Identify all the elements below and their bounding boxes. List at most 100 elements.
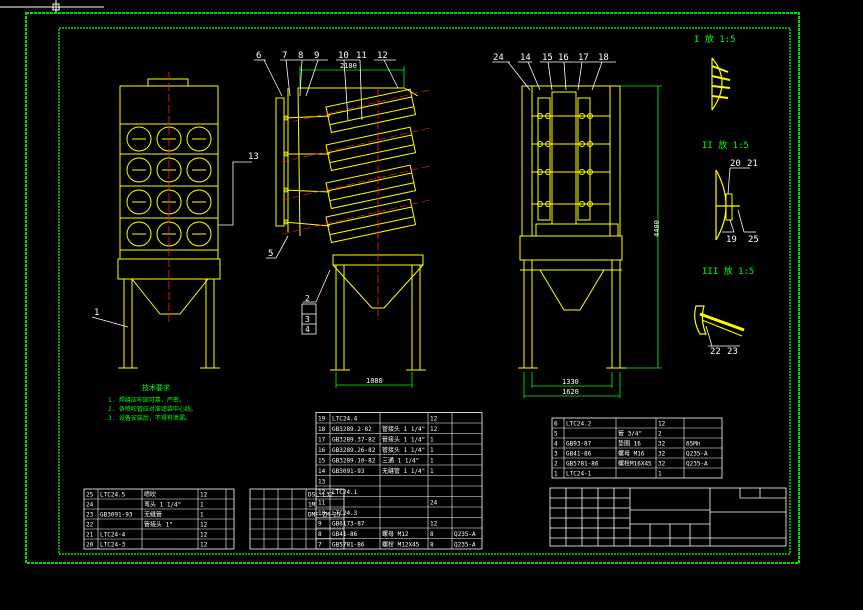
table-cell: 管接头 1 1/4"	[382, 446, 425, 454]
table-cell: 1	[430, 458, 434, 465]
side-view	[275, 87, 431, 371]
table-cell: LTC24.2	[566, 421, 592, 428]
table-cell: 12	[200, 532, 208, 539]
table-cell: LTC24.3	[332, 510, 358, 517]
detail-2: II 放 1:5 20 21 19 25	[702, 139, 759, 245]
balloon-side-4: 4	[305, 325, 310, 334]
balloon-side-8: 8	[298, 51, 303, 61]
table-cell: 18	[318, 426, 326, 433]
filter-bag-circle	[186, 221, 212, 247]
table-cell: 1	[430, 447, 434, 454]
table-cell: Q235-A	[686, 451, 708, 458]
detail-3-title: III 放 1:5	[702, 265, 754, 277]
table-cell: 13	[318, 479, 326, 486]
table-cell: 6	[554, 421, 558, 428]
side-stack-box	[301, 303, 317, 335]
table-cell: 16	[318, 447, 326, 454]
dim-rear-outer: 1620	[562, 388, 579, 396]
pipe-joint	[283, 151, 289, 157]
table-cell: 20	[86, 542, 94, 549]
bag-axis	[281, 165, 431, 201]
detail-3: III 放 1:5 22 23	[694, 265, 754, 357]
pipe-joint	[283, 219, 289, 225]
table-cell: 24	[86, 502, 94, 509]
side-bag-cylinder	[325, 126, 417, 172]
outer-frame	[25, 12, 800, 564]
table-cell: 1	[658, 471, 662, 478]
table-cell: Q235-A	[686, 461, 708, 468]
table-cell: 4	[554, 441, 558, 448]
table-cell: 12	[430, 416, 438, 423]
table-cell: 1	[430, 468, 434, 475]
table-cell: 管接头 1 1/4"	[382, 436, 425, 444]
table-cell: 8	[430, 531, 434, 538]
pipe-joint	[283, 187, 289, 193]
side-bag-cylinder	[325, 198, 417, 244]
balloon-d2-19: 19	[726, 235, 737, 245]
side-bag-cylinder	[325, 164, 417, 210]
filter-bag-circle	[126, 221, 152, 247]
table-cell: GB6173-87	[332, 521, 365, 528]
dim-side-top: 2180	[340, 62, 357, 70]
notes-title: 技术要求	[142, 383, 170, 392]
table-cell: 1	[200, 502, 204, 509]
balloon-side-3: 3	[305, 315, 310, 324]
blow-pipe	[283, 115, 331, 119]
table-cell: 2	[554, 461, 558, 468]
table-cell: 19	[318, 416, 326, 423]
table-cell: 8	[430, 542, 434, 549]
dim-rear-inner: 1330	[562, 378, 579, 386]
table-cell: 17	[318, 437, 326, 444]
table-cell: 弯头 1 1/4"	[144, 501, 181, 509]
dim-side-base: 1080	[366, 377, 383, 385]
table-cell: 管接头 1"	[144, 521, 173, 529]
table-cell: 螺栓 M12X45	[382, 541, 420, 549]
balloon-side-10: 10	[338, 51, 349, 61]
inner-frame	[58, 27, 791, 555]
table-cell: Q235-A	[454, 542, 476, 549]
table-cell: 22	[86, 522, 94, 529]
table-cell: 32	[658, 461, 666, 468]
dim-rear-height: 4400	[653, 220, 661, 237]
rear-view	[518, 85, 626, 369]
table-cell: GB93-87	[566, 441, 592, 448]
table-cell: 32	[658, 451, 666, 458]
pipe-joint	[283, 115, 289, 121]
filter-bag-circle	[186, 157, 212, 183]
table-cell: 1	[200, 512, 204, 519]
balloon-side-11: 11	[356, 51, 367, 61]
table-cell: 5	[554, 431, 558, 438]
table-cell: 三通 1 1/4"	[382, 457, 419, 465]
balloon-side-12: 12	[377, 51, 388, 61]
balloon-side-7: 7	[282, 51, 287, 61]
table-cell: GB41-86	[332, 531, 358, 538]
balloon-rear-24: 24	[493, 53, 504, 63]
table-cell: 21	[86, 532, 94, 539]
filter-bag-circle	[126, 126, 152, 152]
filter-bag-circle	[186, 189, 212, 215]
table-cell: 9	[318, 521, 322, 528]
filter-bag-circle	[126, 157, 152, 183]
balloon-front-13: 13	[248, 152, 259, 162]
table-cell: 2	[658, 431, 662, 438]
table-cell: 12	[430, 426, 438, 433]
table-cell: DSL-L32	[308, 492, 334, 499]
table-cell: 25	[86, 492, 94, 499]
table-cell: 10	[318, 510, 326, 517]
table-cell: GB3091-93	[332, 468, 365, 475]
table-cell: LTC24.4	[332, 416, 358, 423]
table-cell: 管接头 1 1/4"	[382, 425, 425, 433]
balloon-side-6: 6	[256, 51, 261, 61]
table-cell: 3	[554, 451, 558, 458]
blow-pipe	[283, 189, 331, 193]
table-cell: 24	[430, 500, 438, 507]
balloon-rear-17: 17	[578, 53, 589, 63]
table-cell: 无缝管	[144, 511, 162, 519]
bag-axis	[281, 89, 431, 125]
detail-2-title: II 放 1:5	[702, 139, 749, 151]
rear-dims	[523, 85, 662, 398]
